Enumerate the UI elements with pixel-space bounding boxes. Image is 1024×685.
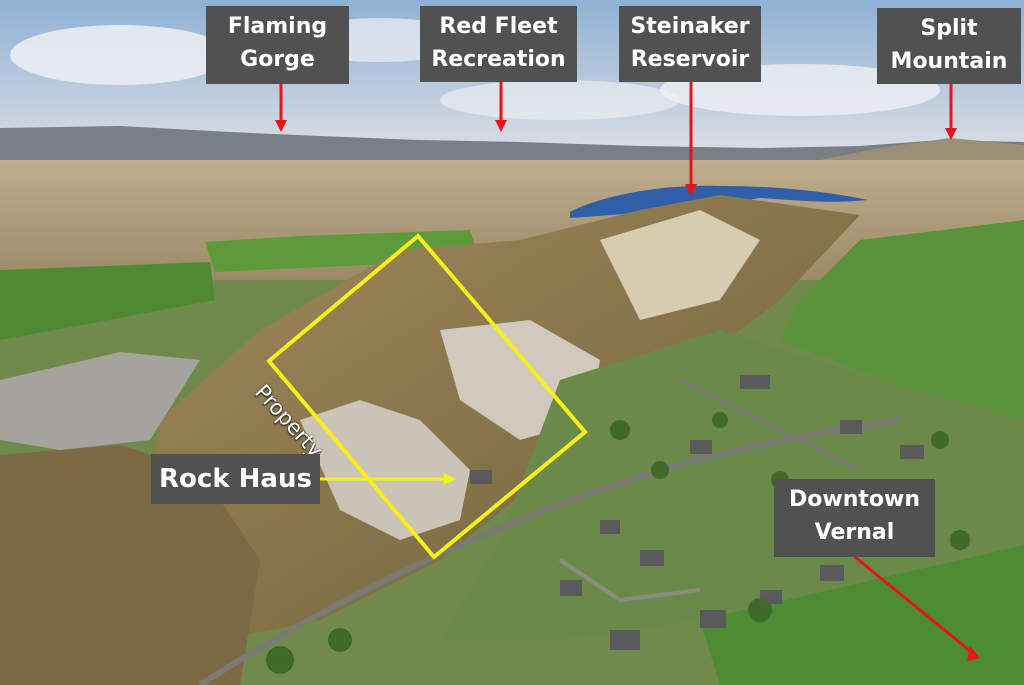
rock-outcrop <box>600 210 760 320</box>
rock-haus-label: Rock Haus <box>151 454 320 504</box>
farm-field-left <box>0 262 215 340</box>
flaming-gorge-label: Flaming Gorge <box>206 6 349 84</box>
road <box>679 378 861 472</box>
cloud <box>440 80 680 120</box>
road <box>558 558 701 603</box>
gray-badlands <box>0 352 200 450</box>
downtown-vernal-label: Downtown Vernal <box>774 479 935 557</box>
red-fleet-recreation-label: Red Fleet Recreation <box>420 6 577 82</box>
farm-field-right <box>780 220 1024 420</box>
steinaker-reservoir-label: Steinaker Reservoir <box>619 6 761 82</box>
cloud <box>10 25 230 85</box>
split-mountain-label: Split Mountain <box>877 8 1021 84</box>
foreground-hills <box>0 445 260 685</box>
